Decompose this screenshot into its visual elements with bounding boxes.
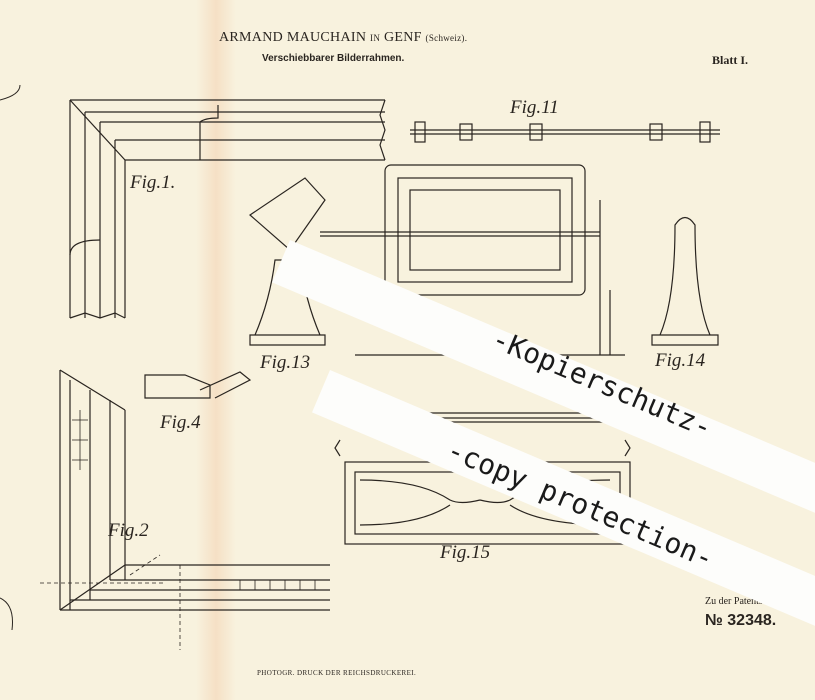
- fig11-label: Fig.11: [510, 97, 559, 118]
- fig2-drawing: [40, 369, 330, 650]
- fig2-label: Fig.2: [108, 520, 149, 541]
- inventor-name: ARMAND MAUCHAIN: [219, 30, 367, 45]
- fig1-label: Fig.1.: [130, 172, 176, 193]
- frame-assembly-drawing: [249, 164, 719, 356]
- fig4-label: Fig.4: [160, 412, 201, 433]
- fig4-drawing: [144, 371, 252, 399]
- place: GENF: [383, 30, 422, 45]
- fig14-label: Fig.14: [655, 350, 706, 371]
- paper-stain: [196, 0, 236, 700]
- fig15-label: Fig.15: [440, 542, 491, 563]
- inventor-line: ARMAND MAUCHAIN IN GENF (Schweiz).: [219, 30, 467, 46]
- printer-note: PHOTOGR. DRUCK DER REICHSDRUCKEREI.: [257, 669, 417, 677]
- fig11-drawing: [410, 121, 720, 143]
- fig13-label: Fig.13: [260, 352, 311, 373]
- in-word: IN: [370, 33, 381, 43]
- patent-reference: Zu der Patentschrift: [705, 596, 785, 607]
- country: (Schweiz).: [425, 33, 468, 43]
- patent-number: № 32348.: [705, 612, 777, 629]
- patent-title: Verschiebbarer Bilderrahmen.: [262, 53, 405, 64]
- fig1-drawing: [69, 99, 386, 319]
- sheet-number: Blatt I.: [712, 53, 748, 67]
